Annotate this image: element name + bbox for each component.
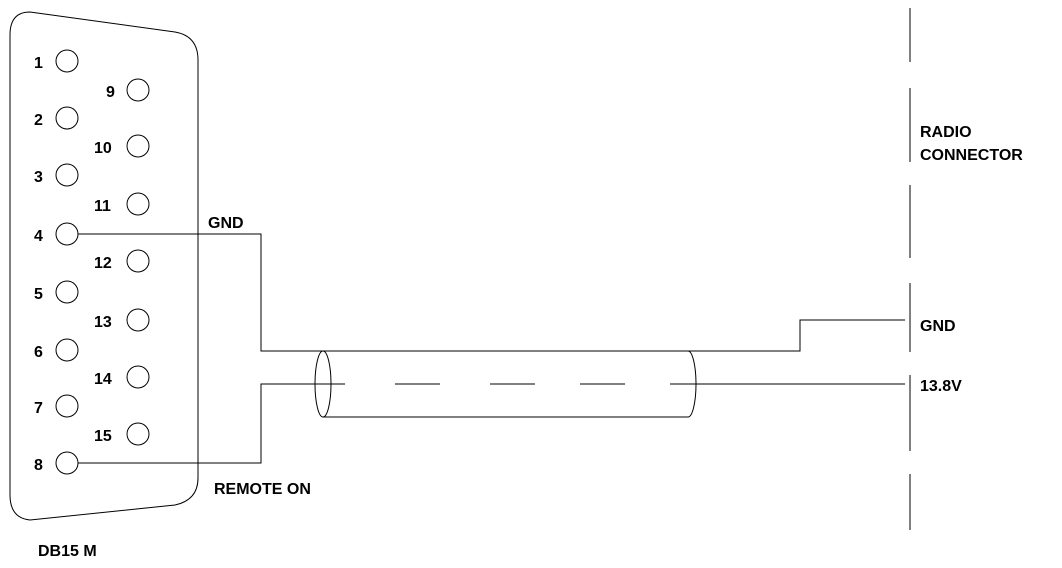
pin-9: 9 [106,78,150,102]
pin-hole [55,163,79,187]
voltage-label: 13.8V [920,378,962,395]
pin-hole [126,192,150,216]
pin-hole [55,338,79,362]
cable-end-left [314,350,332,418]
shielded-cable [314,350,697,418]
radio-label-line1: RADIO [920,124,972,141]
pin-hole [55,280,79,304]
gnd-right-label: GND [920,318,956,335]
pin-number: 10 [94,140,112,157]
pin-14: 14 [94,365,150,389]
left-pin-column: 1 2 3 4 5 6 7 8 [34,49,79,475]
pin-1: 1 [34,49,79,73]
pin-7: 7 [34,394,79,418]
pin-hole [55,49,79,73]
pin-number: 13 [94,314,112,331]
radio-label-line2: CONNECTOR [920,147,1023,164]
pin-hole [55,394,79,418]
pin-number: 7 [34,400,43,417]
pin-8: 8 [34,451,79,475]
pin-11: 11 [94,192,150,216]
cable-end-right [687,350,697,418]
pin-number: 4 [34,228,43,245]
pin-hole [126,134,150,158]
pin-number: 3 [34,169,43,186]
pin-3: 3 [34,163,79,187]
pin-hole [55,451,79,475]
remote-on-label: REMOTE ON [214,481,311,498]
pin-hole [126,78,150,102]
remote-on-wire [78,383,905,464]
pin-hole [126,249,150,273]
right-pin-column: 9 10 11 12 13 14 15 [94,78,150,446]
pin-4: 4 [34,222,79,246]
connector-name: DB15 M [38,543,97,560]
pin-number: 2 [34,112,43,129]
gnd-left-label: GND [208,215,244,232]
pin-6: 6 [34,338,79,362]
pin-hole [126,422,150,446]
pin-hole [126,365,150,389]
pin-13: 13 [94,308,150,332]
pin-number: 8 [34,457,43,474]
pin-number: 5 [34,286,43,303]
pin-number: 12 [94,255,112,272]
pin-number: 11 [94,198,111,215]
pin-number: 9 [106,84,115,101]
pin-hole [55,106,79,130]
pin-5: 5 [34,280,79,304]
pin-number: 15 [94,428,112,445]
pin-12: 12 [94,249,150,273]
pin-10: 10 [94,134,150,158]
pin-hole [55,222,79,246]
db15-connector-body [9,11,199,521]
pin-number: 1 [34,55,43,72]
pin-number: 14 [94,371,112,388]
pin-number: 6 [34,344,43,361]
pin-15: 15 [94,422,150,446]
pin-hole [126,308,150,332]
gnd-wire [78,233,905,352]
pin-2: 2 [34,106,79,130]
